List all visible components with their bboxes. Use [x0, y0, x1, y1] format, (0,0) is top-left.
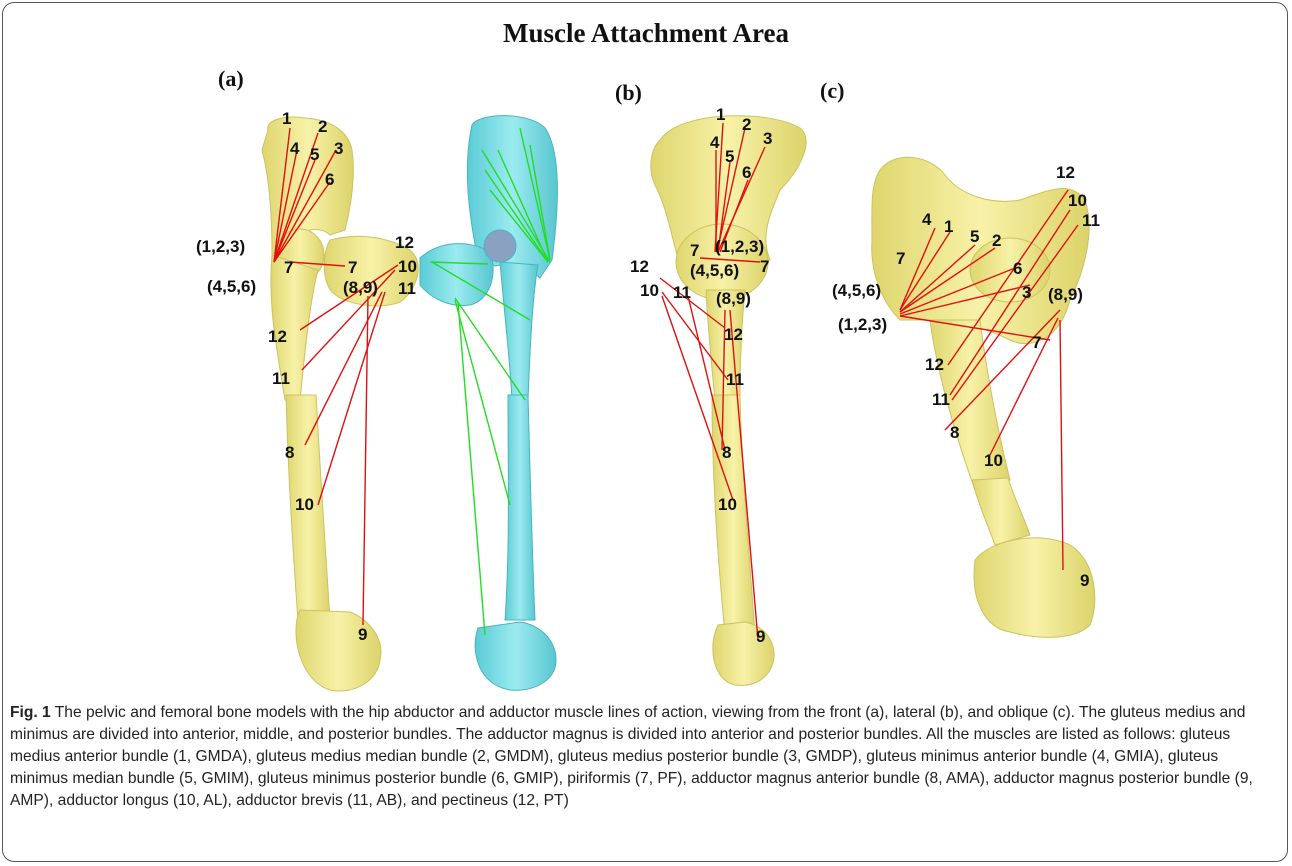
label-b-12: 12 — [630, 257, 649, 276]
label-c-11b: 11 — [932, 390, 950, 409]
label-c-4: 4 — [922, 210, 932, 229]
label-a-11: 11 — [398, 279, 416, 298]
label-c-6: 6 — [1013, 259, 1022, 278]
label-a-9: 9 — [358, 625, 367, 644]
label-a-456: (4,5,6) — [207, 277, 256, 296]
label-c-7b: 7 — [1032, 333, 1041, 352]
label-b-2: 2 — [742, 115, 751, 134]
label-c-123: (1,2,3) — [838, 315, 887, 334]
label-a-89: (8,9) — [343, 278, 378, 297]
label-a-12: 12 — [395, 233, 414, 252]
label-c-2: 2 — [992, 231, 1001, 250]
label-c-9: 9 — [1080, 571, 1089, 590]
label-a-7r: 7 — [348, 258, 357, 277]
label-a-10b: 10 — [295, 495, 314, 514]
label-b-5: 5 — [725, 147, 734, 166]
label-a-5: 5 — [310, 145, 319, 164]
label-a-10: 10 — [398, 257, 417, 276]
label-c-12b: 12 — [925, 355, 944, 374]
label-b-10: 10 — [640, 281, 659, 300]
label-b-12b: 12 — [724, 325, 743, 344]
label-a-6: 6 — [325, 170, 334, 189]
caption-figure-number: Fig. 1 — [10, 704, 51, 721]
label-b-3: 3 — [763, 129, 772, 148]
label-b-1: 1 — [716, 105, 725, 124]
label-c-89: (8,9) — [1048, 285, 1083, 304]
label-c-456: (4,5,6) — [832, 281, 881, 300]
caption-text: The pelvic and femoral bone models with … — [10, 704, 1253, 809]
label-c-10: 10 — [1068, 191, 1087, 210]
label-c-12: 12 — [1056, 163, 1075, 182]
label-b-8: 8 — [722, 443, 731, 462]
label-a-2: 2 — [318, 117, 327, 136]
label-c-11: 11 — [1082, 211, 1100, 230]
figure-caption: Fig. 1 The pelvic and femoral bone model… — [10, 702, 1278, 812]
label-c-10b: 10 — [984, 451, 1003, 470]
bone-diagram: 1 2 3 4 5 6 (1,2,3) 7 7 (4,5,6) 12 10 (8… — [0, 0, 1292, 700]
label-c-7a: 7 — [896, 249, 905, 268]
label-b-7r: 7 — [760, 257, 769, 276]
label-b-89: (8,9) — [716, 289, 751, 308]
label-b-456: (4,5,6) — [690, 261, 739, 280]
label-c-3: 3 — [1022, 283, 1031, 302]
label-b-123: (1,2,3) — [715, 237, 764, 256]
label-b-9: 9 — [756, 627, 765, 646]
label-b-11: 11 — [673, 283, 691, 302]
label-a-7l: 7 — [284, 258, 293, 277]
label-a-8: 8 — [285, 443, 294, 462]
label-b-6: 6 — [742, 163, 751, 182]
label-a-11b: 11 — [272, 369, 290, 388]
label-a-12b: 12 — [268, 327, 287, 346]
label-a-1: 1 — [282, 109, 291, 128]
label-c-8: 8 — [950, 423, 959, 442]
label-c-5: 5 — [970, 227, 979, 246]
label-c-1: 1 — [944, 217, 953, 236]
label-a-3: 3 — [334, 139, 343, 158]
label-a-123: (1,2,3) — [196, 237, 245, 256]
label-b-7l: 7 — [690, 241, 699, 260]
label-b-4: 4 — [710, 133, 720, 152]
label-b-11b: 11 — [726, 370, 744, 389]
label-b-10b: 10 — [718, 495, 737, 514]
label-a-4: 4 — [290, 139, 300, 158]
